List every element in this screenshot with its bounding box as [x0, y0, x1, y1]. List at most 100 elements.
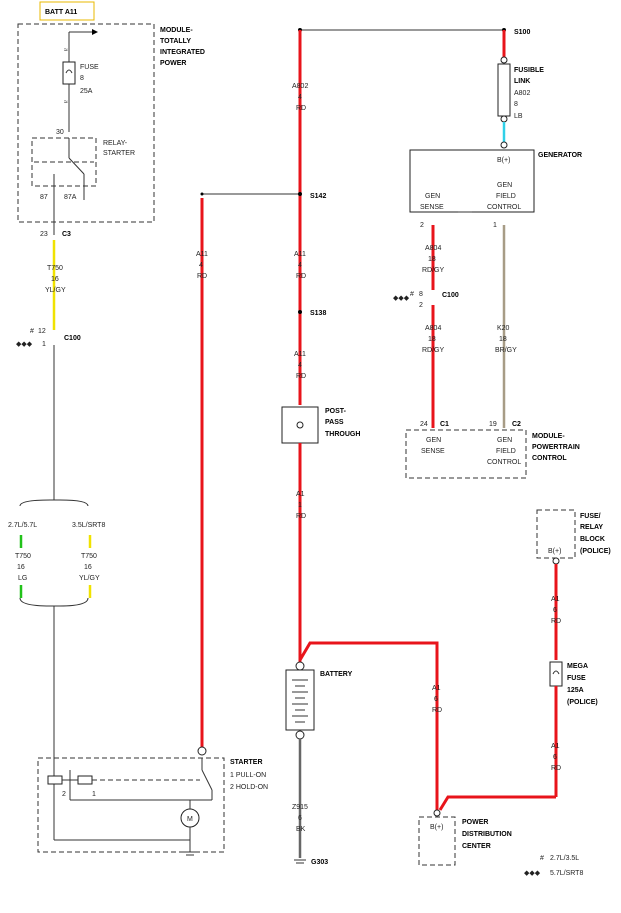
- c2-pin: 19: [489, 421, 497, 428]
- starter-pin-1: 1: [92, 791, 96, 798]
- starter-label: STARTER: [230, 759, 263, 766]
- a11-mid2-2: 4: [298, 362, 302, 369]
- frb-bplus-label: B(+): [548, 548, 561, 555]
- relay-pin-30: 30: [56, 129, 64, 136]
- t750-label-3: YL/GY: [45, 287, 66, 294]
- c1-pin: 24: [420, 421, 428, 428]
- a1-6a-2: 6: [434, 696, 438, 703]
- pcm-sense-1: GEN: [426, 437, 441, 444]
- pcm-sense-2: SENSE: [421, 448, 445, 455]
- pdc-label-3: CENTER: [462, 843, 491, 850]
- a11-mid1-1: A11: [294, 251, 306, 258]
- battery-icon: [285, 669, 315, 731]
- t750-yl-3: YL/GY: [79, 575, 100, 582]
- fusible-link-icon: [497, 63, 511, 117]
- relay-pin-87a: 87A: [64, 194, 77, 201]
- battery-pos-terminal: [295, 661, 305, 671]
- gen-field-1: GEN: [497, 182, 512, 189]
- legend-diamond-icon: ◆◆◆: [524, 870, 541, 877]
- t750-label-1: T750: [47, 265, 63, 272]
- splice-s142: S142: [310, 193, 326, 200]
- engine-right-label: 3.5L/SRT8: [72, 522, 105, 529]
- gen-sense-2: SENSE: [420, 204, 444, 211]
- tipm-label-3: INTEGRATED: [160, 49, 205, 56]
- pdc-bplus-label: B(+): [430, 824, 443, 831]
- pcm-label-3: CONTROL: [532, 455, 567, 462]
- a11-left-2: 4: [199, 262, 203, 269]
- pdc-terminal: [433, 809, 441, 817]
- gen-sense-1: GEN: [425, 193, 440, 200]
- c100-left-pin-12: 12: [38, 328, 46, 335]
- a11-left-3: RD: [197, 273, 207, 280]
- junction-dot: [200, 192, 204, 196]
- a1-6a-3: RD: [432, 707, 442, 714]
- tipm-label-4: POWER: [160, 60, 186, 67]
- c100-left-label: C100: [64, 335, 81, 342]
- pcm-label-1: MODULE-: [532, 433, 565, 440]
- t750-yl-2: 16: [84, 564, 92, 571]
- c1-label: C1: [440, 421, 449, 428]
- batt-label-box: [39, 1, 95, 21]
- post-terminal: [296, 421, 304, 429]
- gen-pin-2: 2: [420, 222, 424, 229]
- relay-label-1: RELAY-: [103, 140, 128, 147]
- gen-pin-1: 1: [493, 222, 497, 229]
- c100-right-pin-8: 8: [419, 291, 423, 298]
- post-label-1: POST-: [325, 408, 347, 415]
- c3-label: C3: [62, 231, 71, 238]
- diamond-symbols-right: ◆◆◆: [393, 295, 410, 302]
- fusible-top-terminal: [500, 56, 508, 64]
- pcm-field-2: FIELD: [496, 448, 516, 455]
- splice-s100: S100: [514, 29, 530, 36]
- legend-hash-icon: #: [540, 855, 544, 862]
- starter-pin-2: 2: [62, 791, 66, 798]
- a1-1-1: A1: [296, 491, 305, 498]
- a804-2-1: A804: [425, 325, 441, 332]
- police-red-wire-to-pdc: [438, 795, 556, 811]
- c3-pin: 23: [40, 231, 48, 238]
- a1-6b-2: 6: [553, 607, 557, 614]
- z915-2: 6: [298, 815, 302, 822]
- diamond-symbols: ◆◆◆: [16, 341, 33, 348]
- k20-3: BR/GY: [495, 347, 517, 354]
- mega-label-3: 125A: [567, 687, 584, 694]
- relay-label-2: STARTER: [103, 150, 135, 157]
- a804-1-1: A804: [425, 245, 441, 252]
- starter-contact: [201, 769, 213, 791]
- pcm-field-3: CONTROL: [487, 459, 521, 466]
- chevron-icon: ≈: [64, 47, 68, 54]
- a804-1-2: 18: [428, 256, 436, 263]
- c100-right-pin-2: 2: [419, 302, 423, 309]
- a1-6c-2: 6: [553, 754, 557, 761]
- a804-1-3: RD/GY: [422, 267, 445, 274]
- pdc-label-2: DISTRIBUTION: [462, 831, 512, 838]
- hash-symbol-right: #: [410, 291, 414, 298]
- generator-box: [409, 149, 535, 213]
- gen-bplus-label: B(+): [497, 157, 510, 164]
- motor-label: M: [187, 816, 193, 823]
- frb-label-1: FUSE/: [580, 513, 601, 520]
- splice-s138: S138: [310, 310, 326, 317]
- fusible-label-4: 8: [514, 101, 518, 108]
- a11-mid1-2: 4: [298, 262, 302, 269]
- a804-2-3: RD/GY: [422, 347, 445, 354]
- c2-label: C2: [512, 421, 521, 428]
- a802-2: 4: [298, 94, 302, 101]
- a1-1-3: RD: [296, 513, 306, 520]
- mega-label-4: (POLICE): [567, 699, 598, 706]
- post-label-2: PASS: [325, 419, 344, 426]
- a11-mid2-3: RD: [296, 373, 306, 380]
- ground-g303-label: G303: [311, 859, 328, 866]
- a11-mid1-3: RD: [296, 273, 306, 280]
- legend-hash-text: 2.7L/3.5L: [550, 855, 579, 862]
- split-brace: [19, 499, 89, 507]
- batt-arrow-icon: [92, 29, 98, 35]
- fuse-label-1: FUSE: [80, 64, 99, 71]
- a1-6c-3: RD: [551, 765, 561, 772]
- post-label-3: THROUGH: [325, 431, 360, 438]
- a1-6b-1: A1: [551, 596, 560, 603]
- mega-fuse-element-icon: [552, 670, 560, 675]
- a802-3: RD: [296, 105, 306, 112]
- mega-fuse-icon: [549, 661, 563, 687]
- gen-bplus-terminal: [500, 141, 508, 149]
